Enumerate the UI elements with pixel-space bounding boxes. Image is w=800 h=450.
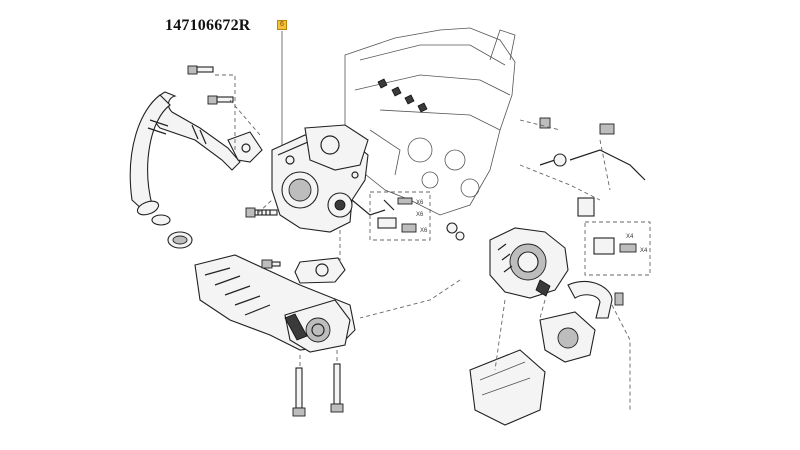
sensor-connectors (369, 191, 431, 241)
part-reference-number: 147106672R (165, 17, 251, 34)
callout-label: X6 (416, 212, 424, 218)
sensor-tube (539, 117, 646, 217)
inlet-pipe (129, 91, 241, 216)
reference-badge: 6 (277, 20, 287, 30)
connector-kit (584, 221, 651, 276)
valve-bolt (245, 207, 278, 218)
callout-labels: X6 X6 X6 X4 X4 (416, 200, 648, 254)
cooler-gasket (294, 257, 346, 284)
callout-label: X4 (640, 248, 648, 254)
pipe-flange (227, 131, 263, 163)
outlet-pipe (567, 280, 624, 319)
hose-clamps (151, 214, 193, 249)
guide-lines (215, 74, 631, 410)
callout-label: X4 (626, 234, 634, 240)
small-fittings (261, 222, 465, 269)
egr-cooler (194, 254, 356, 353)
valve-gasket (304, 124, 369, 171)
engine-block (344, 27, 516, 216)
pipe-bolts (187, 65, 234, 105)
actuator-assembly (469, 311, 596, 426)
long-bolts (292, 363, 344, 417)
callout-label: X6 (420, 228, 428, 234)
turbocharger (489, 227, 569, 299)
callout-label: X6 (416, 200, 424, 206)
